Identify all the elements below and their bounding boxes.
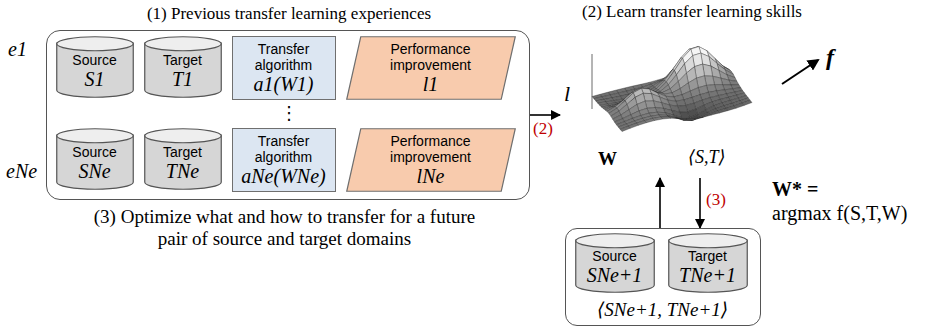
transfer-algorithm-box: Transfer algorithmaNe(WNe) bbox=[232, 128, 336, 192]
surface-facet bbox=[710, 111, 720, 115]
optimum-formula: argmax f(S,T,W) bbox=[772, 202, 907, 225]
target-domain-cylinder: TargetTNe+1 bbox=[668, 233, 748, 293]
function-arrow bbox=[782, 60, 818, 84]
domain-label: Target bbox=[163, 52, 202, 68]
performance-parallelogram: Performance improvementlNe bbox=[346, 128, 516, 192]
ellipsis: ⋮ bbox=[280, 101, 298, 125]
surface-facet bbox=[726, 106, 736, 111]
experience-label: eNe bbox=[6, 160, 37, 182]
parallelogram-shape bbox=[346, 36, 515, 99]
algorithm-symbol: aNe(WNe) bbox=[241, 165, 325, 187]
target-domain-cylinder: TargetT1 bbox=[144, 36, 222, 98]
cylinder-top bbox=[56, 36, 133, 50]
surface-facet bbox=[742, 100, 752, 105]
experience-label: e1 bbox=[8, 38, 27, 60]
new-domain-pair-box: ⟨SNe+1, TNe+1⟩SourceSNe+1TargetTNe+1 bbox=[565, 228, 761, 326]
arrow-connector bbox=[699, 178, 701, 228]
cylinder-top bbox=[144, 36, 221, 50]
plot-axis bbox=[592, 54, 593, 109]
source-domain-cylinder: SourceSNe bbox=[56, 128, 134, 190]
step-number: (3) bbox=[706, 190, 726, 210]
section-heading: (3) Optimize what and how to transfer fo… bbox=[87, 206, 482, 250]
domain-label: Source bbox=[592, 248, 636, 264]
domain-symbol: TNe+1 bbox=[679, 264, 736, 286]
performance-parallelogram: Performance improvementl1 bbox=[346, 36, 516, 100]
cylinder-top bbox=[144, 128, 221, 142]
axis-label: l bbox=[564, 82, 570, 106]
source-domain-cylinder: SourceS1 bbox=[56, 36, 134, 98]
section-heading: (2) Learn transfer learning skills bbox=[582, 2, 802, 22]
step-number: (2) bbox=[533, 119, 553, 139]
domain-symbol: T1 bbox=[172, 68, 193, 90]
target-domain-cylinder: TargetTNe bbox=[144, 128, 222, 190]
surface-facet bbox=[701, 114, 711, 118]
cylinder-top bbox=[56, 128, 133, 142]
optimum-formula: W* = bbox=[772, 178, 818, 201]
domain-label: Target bbox=[163, 144, 202, 160]
section-heading: (1) Previous transfer learning experienc… bbox=[47, 4, 531, 24]
domain-symbol: S1 bbox=[85, 68, 105, 90]
performance-symbol: l1 bbox=[423, 73, 439, 95]
domain-label: Source bbox=[72, 52, 116, 68]
parallelogram-shape bbox=[346, 128, 515, 191]
algorithm-symbol: a1(W1) bbox=[254, 73, 314, 95]
cylinder-top bbox=[575, 233, 654, 247]
performance-label: Performance improvement bbox=[376, 133, 486, 165]
surface-facet bbox=[734, 103, 744, 108]
function-label: f bbox=[826, 44, 834, 70]
domain-label: Target bbox=[688, 248, 727, 264]
surface-facet bbox=[628, 123, 638, 128]
transfer-algorithm-box: Transfer algorithma1(W1) bbox=[232, 36, 336, 100]
surface-facet bbox=[636, 121, 646, 126]
learned-function-plot: (2) Learn transfer learning skillslW⟨S,T… bbox=[560, 26, 840, 178]
arrow-connector bbox=[659, 178, 661, 228]
performance-symbol: lNe bbox=[417, 165, 445, 187]
arrow-connector bbox=[530, 114, 560, 116]
domain-label: Source bbox=[72, 144, 116, 160]
surface-facet bbox=[718, 108, 728, 113]
domain-symbol: SNe+1 bbox=[587, 264, 643, 286]
cylinder-top bbox=[668, 233, 747, 247]
algorithm-label: Transfer algorithm bbox=[239, 41, 329, 73]
axis-label: W bbox=[598, 148, 617, 170]
surface-facet bbox=[620, 126, 630, 131]
domain-symbol: SNe bbox=[78, 160, 110, 182]
axis-label: ⟨S,T⟩ bbox=[688, 146, 726, 168]
domain-pair-symbol: ⟨SNe+1, TNe+1⟩ bbox=[566, 299, 759, 321]
performance-label: Performance improvement bbox=[376, 41, 486, 73]
algorithm-label: Transfer algorithm bbox=[239, 133, 329, 165]
domain-symbol: TNe bbox=[166, 160, 199, 182]
source-domain-cylinder: SourceSNe+1 bbox=[575, 233, 655, 293]
